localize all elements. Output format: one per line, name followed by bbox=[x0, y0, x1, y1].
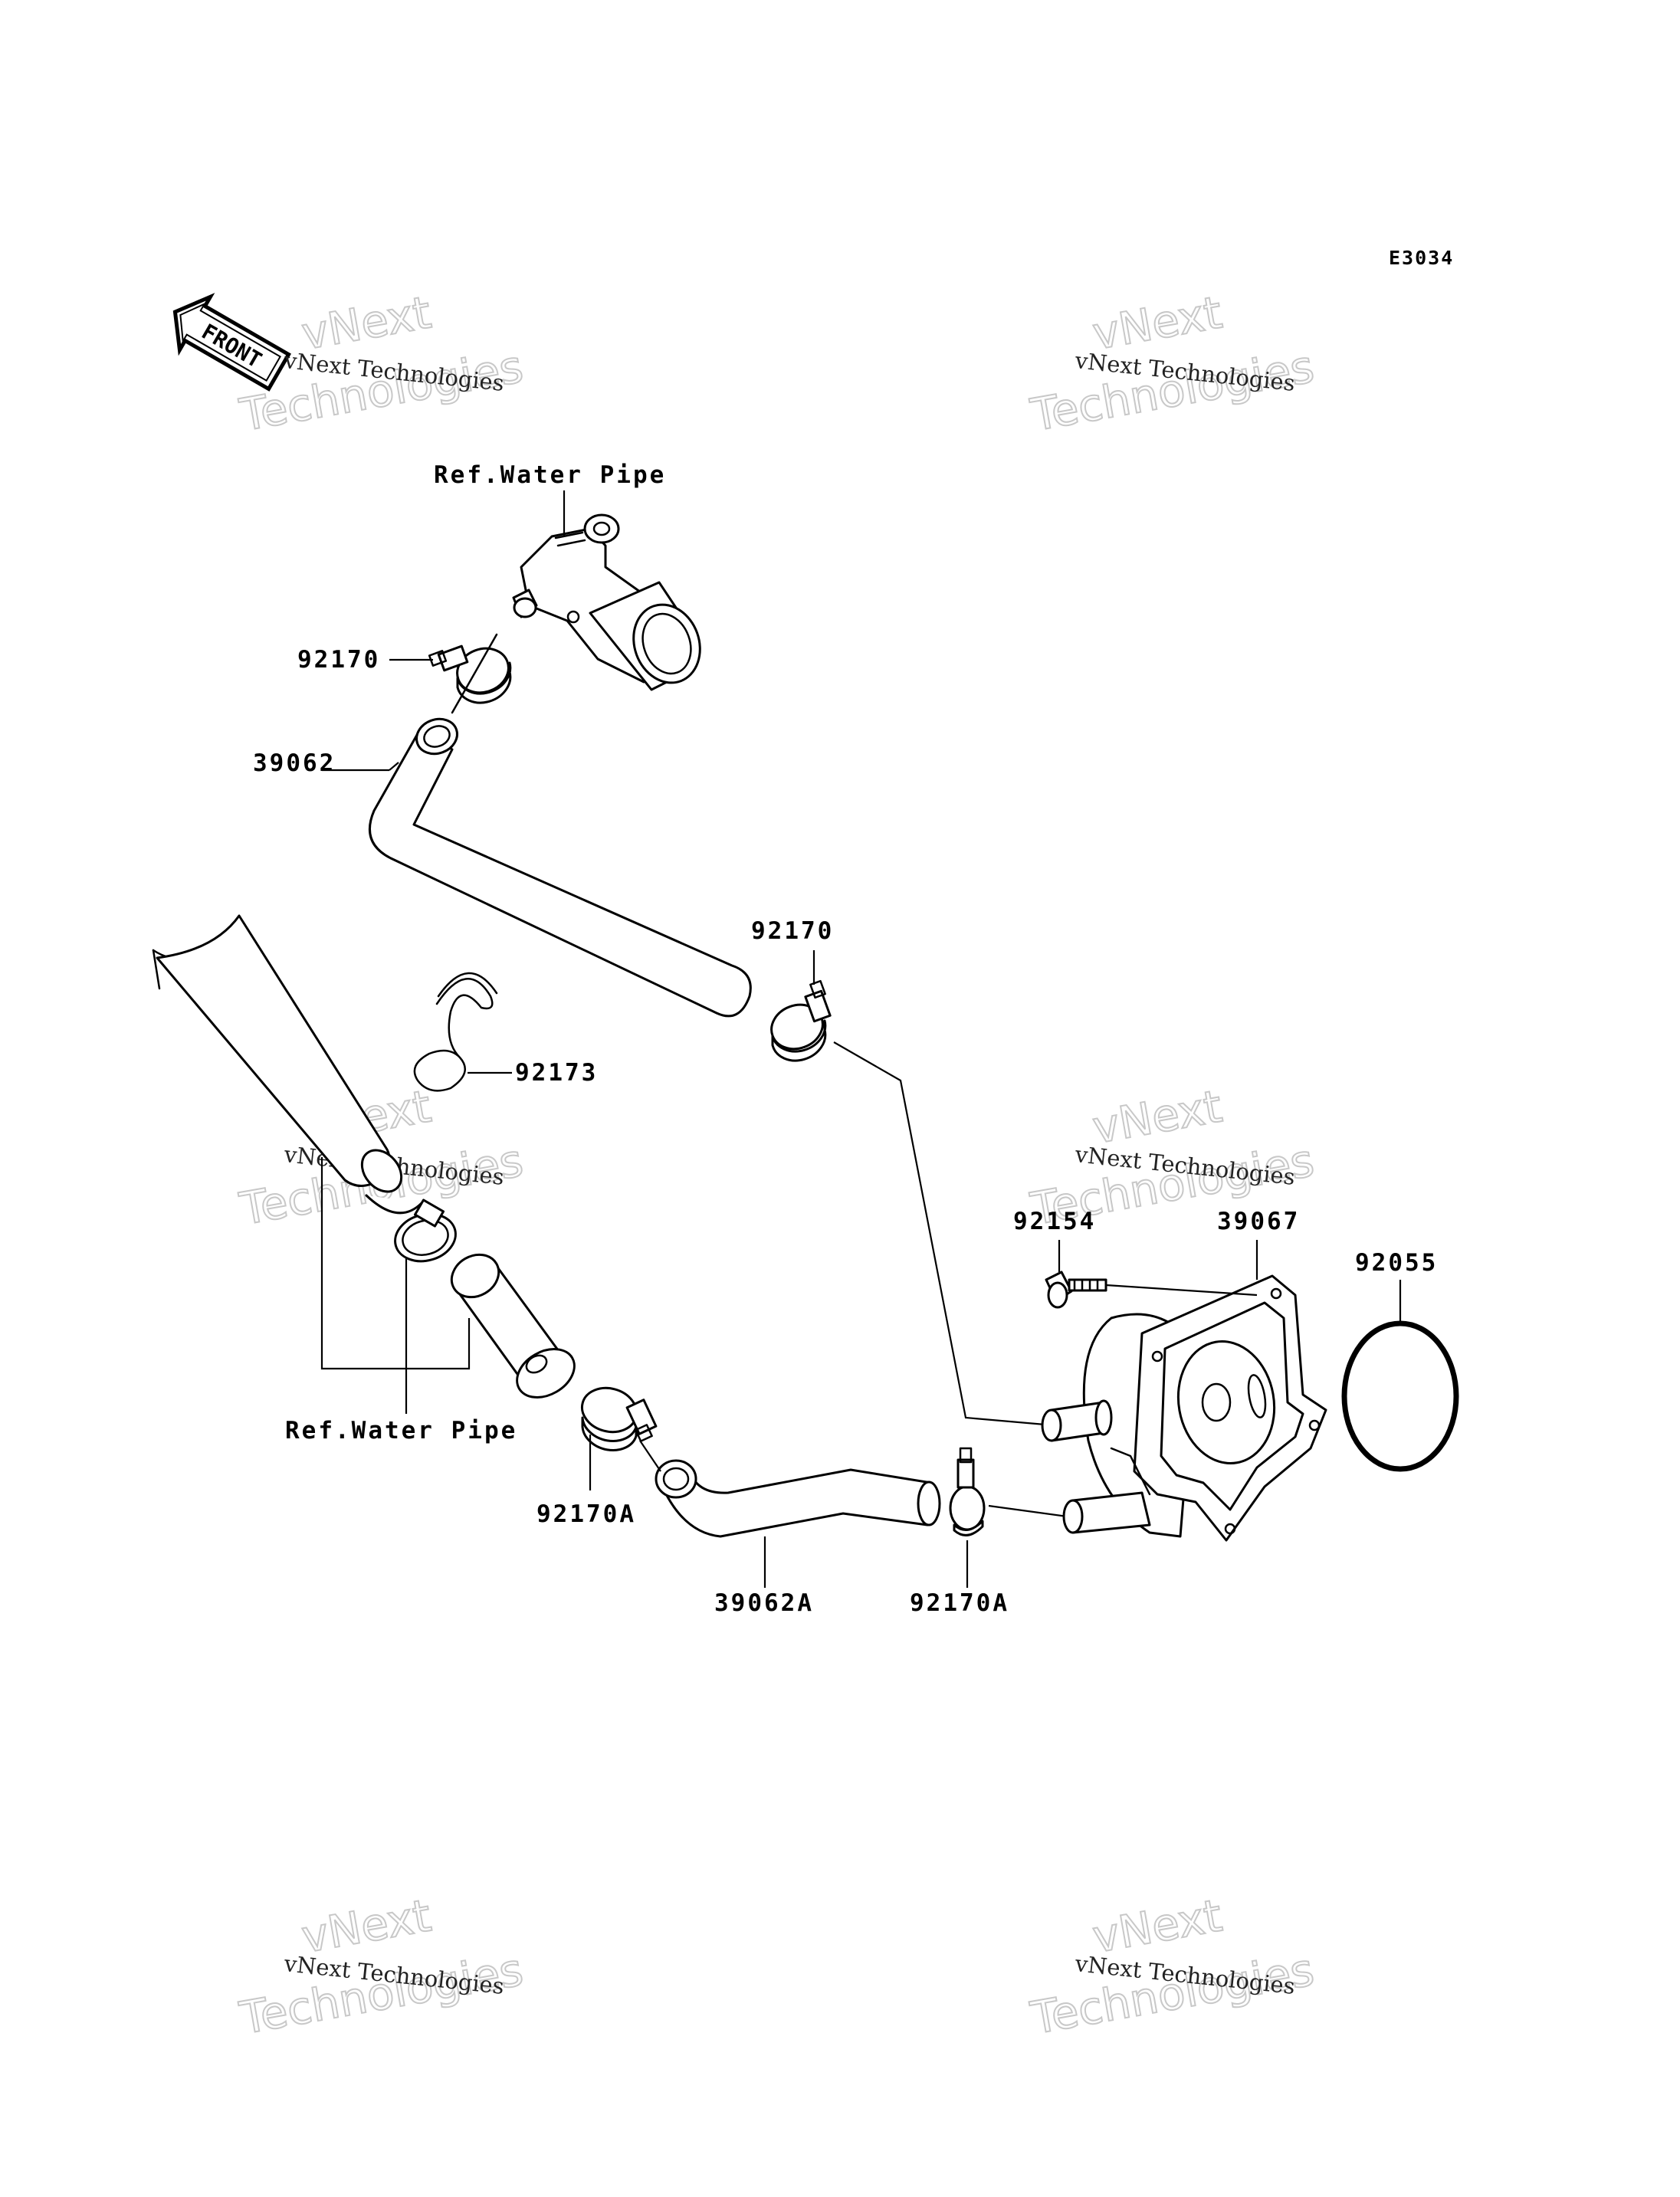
watermark-bottom-right: vNext Technologies vNext Technologies bbox=[1026, 1888, 1319, 2045]
diagram-code: E3034 bbox=[1389, 247, 1454, 269]
front-arrow-icon: FRONT bbox=[172, 293, 291, 392]
oil-cooler-39067 bbox=[1041, 1274, 1327, 1542]
svg-text:vNext: vNext bbox=[1089, 1889, 1226, 1963]
o-ring-92055 bbox=[1341, 1320, 1459, 1472]
connector-pipe bbox=[450, 1253, 576, 1399]
water-pipe-fitting-top bbox=[512, 513, 701, 691]
label-92173: 92173 bbox=[515, 1059, 598, 1087]
hose-clamp-92170-top bbox=[428, 644, 512, 704]
hose-clamp-left-pipe bbox=[394, 1199, 457, 1263]
hose-clamp-92170a-right bbox=[949, 1447, 986, 1536]
band-92173 bbox=[413, 972, 498, 1092]
label-ref-water-pipe-bottom: Ref.Water Pipe bbox=[285, 1417, 517, 1444]
hose-39062 bbox=[368, 717, 752, 1018]
label-92055: 92055 bbox=[1355, 1249, 1438, 1277]
hose-39062a bbox=[655, 1459, 941, 1538]
label-92170a-right: 92170A bbox=[910, 1589, 1009, 1617]
label-39062: 39062 bbox=[253, 749, 336, 777]
hose-clamp-92170a-left bbox=[580, 1386, 658, 1451]
watermark-top-right: vNext Technologies vNext Technologies bbox=[1026, 285, 1319, 442]
svg-text:vNext: vNext bbox=[298, 1889, 435, 1963]
svg-text:vNext: vNext bbox=[1089, 1080, 1226, 1153]
water-pipe-ref-left bbox=[152, 914, 423, 1215]
label-ref-water-pipe-top: Ref.Water Pipe bbox=[434, 461, 666, 489]
label-39067: 39067 bbox=[1217, 1208, 1300, 1235]
watermark-bottom-left: vNext Technologies vNext Technologies bbox=[235, 1888, 528, 2045]
label-92170-top: 92170 bbox=[297, 646, 380, 674]
bolt-92154 bbox=[1045, 1271, 1107, 1309]
label-92154: 92154 bbox=[1013, 1208, 1096, 1235]
svg-text:vNext: vNext bbox=[298, 286, 435, 359]
label-39062a: 39062A bbox=[714, 1589, 814, 1617]
hose-clamp-92170-middle bbox=[770, 979, 832, 1062]
svg-text:vNext: vNext bbox=[1089, 286, 1226, 359]
label-92170a-left: 92170A bbox=[536, 1500, 636, 1528]
label-92170-middle: 92170 bbox=[751, 917, 834, 945]
